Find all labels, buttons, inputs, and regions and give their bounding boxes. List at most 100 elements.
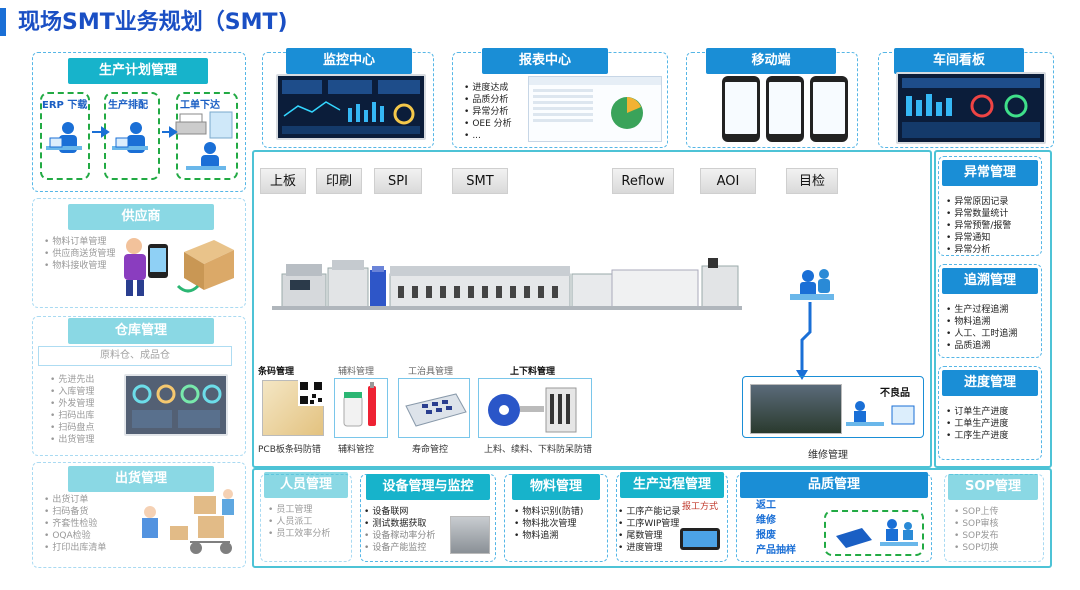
smt-line-panel xyxy=(252,150,932,468)
list-item: 物料订单管理 xyxy=(44,236,116,248)
station-smt[interactable]: SMT xyxy=(452,168,508,194)
personnel-header: 人员管理 xyxy=(264,472,348,498)
barcode-caption: PCB板条码防错 xyxy=(258,445,321,455)
bottom-row-panel xyxy=(252,468,1052,568)
list-item: 齐套性检验 xyxy=(44,518,124,530)
list-item: 异常数量统计 xyxy=(946,208,1038,220)
progress-header: 进度管理 xyxy=(942,370,1038,396)
report-screenshot-image xyxy=(528,76,662,142)
sop-list: SOP上传 SOP审核 SOP发布 SOP切换 xyxy=(954,506,1034,554)
warehouse-dashboard-image xyxy=(124,374,228,436)
spi-machine xyxy=(370,266,386,308)
loading-frame xyxy=(478,378,592,438)
process-list: 工序产能记录 工序WIP管理 尾数管理 进度管理 xyxy=(618,506,684,554)
list-item: 异常预警/报警 xyxy=(946,220,1038,232)
loading-caption: 上料、续料、下料防呆防错 xyxy=(484,445,593,455)
list-item: SOP切换 xyxy=(954,542,1034,554)
quality-header: 品质管理 xyxy=(740,472,928,498)
list-item: 先进先出 xyxy=(50,374,110,386)
loading-title: 上下料管理 xyxy=(510,367,556,377)
list-item: SOP上传 xyxy=(954,506,1034,518)
title-accent-bar xyxy=(0,8,6,36)
fixture-title: 工治具管理 xyxy=(408,367,454,377)
list-item: 打印出库清单 xyxy=(44,542,124,554)
production-plan-illustration xyxy=(46,111,233,170)
list-item: 扫码出库 xyxy=(50,410,110,422)
list-item: 异常分析 xyxy=(946,244,1038,256)
material-list: 物料识别(防错) 物料批次管理 物料追溯 xyxy=(514,506,606,542)
list-item: 生产过程追溯 xyxy=(946,304,1038,316)
scheduling-label: 生产排配 xyxy=(108,100,148,111)
list-item: 工序生产进度 xyxy=(946,430,1038,442)
warehouse-header: 仓库管理 xyxy=(68,318,214,344)
arrow-right-icon xyxy=(92,126,178,138)
page-title: 现场SMT业务规划（SMT) xyxy=(18,10,288,35)
list-item: 员工效率分析 xyxy=(268,528,350,540)
fixture-frame xyxy=(398,378,470,438)
defect-label: 不良品 xyxy=(880,388,910,399)
list-item: 出货订单 xyxy=(44,494,124,506)
supplier-header: 供应商 xyxy=(68,204,214,230)
list-item: 维修 xyxy=(756,515,776,526)
repair-label: 维修管理 xyxy=(808,450,848,461)
repair-photo-image xyxy=(750,384,842,434)
box-icon xyxy=(170,496,224,540)
worker-icon xyxy=(186,142,226,170)
workshop-board-header: 车间看板 xyxy=(894,48,1024,74)
station-reflow[interactable]: Reflow xyxy=(612,168,674,194)
delivery-person-icon xyxy=(124,238,146,296)
list-item: 设备联网 xyxy=(364,506,444,518)
list-item: 设备产能监控 xyxy=(364,542,444,554)
list-item: 品质分析 xyxy=(464,94,524,106)
list-item: 供应商送货管理 xyxy=(44,248,116,260)
exception-list: 异常原因记录 异常数量统计 异常预警/报警 异常通知 异常分析 xyxy=(946,196,1038,256)
trace-list: 生产过程追溯 物料追溯 人工、工时追溯 品质追溯 xyxy=(946,304,1038,352)
supplier-illustration xyxy=(124,238,234,296)
flow-line xyxy=(800,302,812,374)
station-printing[interactable]: 印刷 xyxy=(316,168,362,194)
list-item: 外发管理 xyxy=(50,398,110,410)
auxiliary-frame xyxy=(334,378,388,438)
list-item: OQA检验 xyxy=(44,530,124,542)
report-method-label: 报工方式 xyxy=(681,502,718,512)
list-item: 扫码备货 xyxy=(44,506,124,518)
progress-list: 订单生产进度 工单生产进度 工序生产进度 xyxy=(946,406,1038,442)
list-item: OEE 分析 xyxy=(464,118,524,130)
auxiliary-title: 辅料管理 xyxy=(338,367,375,377)
station-spi[interactable]: SPI xyxy=(374,168,422,194)
list-item: 工序产能记录 xyxy=(618,506,684,518)
list-item: 入库管理 xyxy=(50,386,110,398)
list-item: 设备稼动率分析 xyxy=(364,530,444,542)
exception-header: 异常管理 xyxy=(942,160,1038,186)
solder-jar-icon xyxy=(343,382,376,427)
repair-worker-icon xyxy=(846,401,915,426)
shipping-header: 出货管理 xyxy=(68,466,214,492)
list-item: 产品抽样 xyxy=(756,545,796,556)
station-aoi[interactable]: AOI xyxy=(700,168,756,194)
phone-icon xyxy=(766,76,804,142)
report-center-header: 报表中心 xyxy=(482,48,608,74)
quality-inspection-icon xyxy=(836,519,918,548)
equipment-photo-image xyxy=(450,516,490,554)
quality-illustration-frame xyxy=(824,510,924,556)
list-item: 尾数管理 xyxy=(618,530,684,542)
report-list: 进度达成 品质分析 异常分析 OEE 分析 ... xyxy=(464,82,524,142)
worker-icon xyxy=(112,122,148,153)
list-item: SOP发布 xyxy=(954,530,1034,542)
placement-machine xyxy=(389,266,571,309)
worker-icon xyxy=(142,489,234,538)
auxiliary-caption: 辅料管控 xyxy=(338,445,375,455)
work-order-label: 工单下达 xyxy=(180,100,220,111)
station-loading[interactable]: 上板 xyxy=(260,168,306,194)
feeder-reel-icon xyxy=(488,387,577,433)
station-visual-inspection[interactable]: 目检 xyxy=(786,168,838,194)
list-item: 扫码盘点 xyxy=(50,422,110,434)
monitor-dashboard-image xyxy=(276,74,426,140)
list-item: 异常原因记录 xyxy=(946,196,1038,208)
material-header: 物料管理 xyxy=(512,474,600,500)
phone-icon xyxy=(722,76,760,142)
equipment-list: 设备联网 测试数据获取 设备稼动率分析 设备产能监控 xyxy=(364,506,444,554)
list-item: 工单生产进度 xyxy=(946,418,1038,430)
list-item: 报废 xyxy=(756,530,776,541)
cycle-arrow-icon xyxy=(176,284,200,293)
